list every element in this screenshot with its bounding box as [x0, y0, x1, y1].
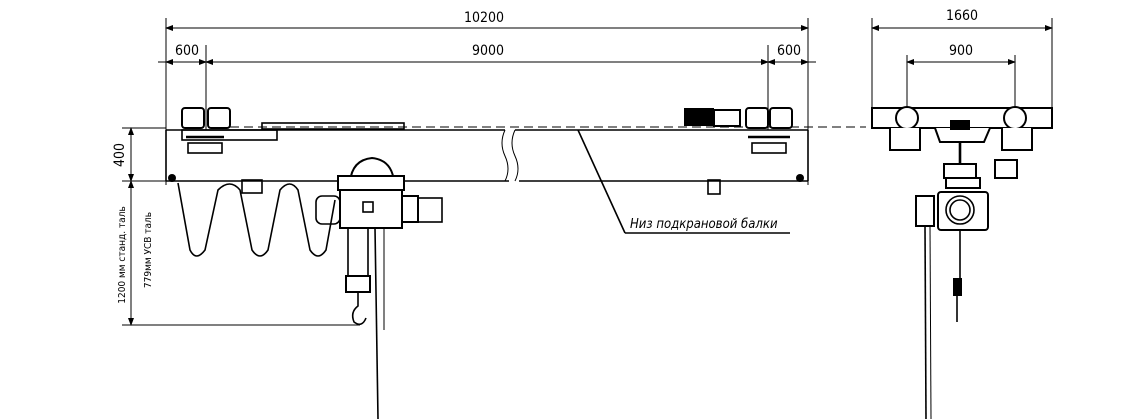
dimension-text-9000: 9000	[472, 43, 504, 59]
dimension-text-1200: 1200 мм станд. таль	[117, 206, 128, 304]
festoon-cable	[177, 179, 721, 257]
dimension-text-right-600: 600	[777, 43, 801, 59]
dimension-side-width: 1660	[871, 8, 1053, 110]
dimension-text-10200: 10200	[464, 10, 504, 26]
dimension-overall-length: 10200	[165, 10, 809, 185]
dimension-span-row: 600 9000 600	[158, 43, 816, 130]
dimension-text-779: 779мм УСВ таль	[143, 212, 154, 288]
dimension-text-400: 400	[112, 143, 128, 167]
dimension-vertical: 400 1200 мм станд. таль 779мм УСВ таль	[112, 127, 360, 326]
dimension-text-left-600: 600	[175, 43, 199, 59]
end-truck-right	[684, 107, 793, 154]
dimension-text-1660: 1660	[946, 8, 978, 24]
crane-girder	[165, 122, 866, 182]
end-truck-left	[181, 107, 231, 154]
crane-side-view	[871, 106, 1053, 419]
annotation-text: Низ подкрановой балки	[630, 217, 778, 232]
electric-hoist-front	[315, 156, 443, 419]
dimension-side-gauge: 900	[906, 43, 1016, 108]
annotation-runway-beam-bottom: Низ подкрановой балки	[577, 129, 790, 234]
dimension-text-900: 900	[949, 43, 973, 59]
